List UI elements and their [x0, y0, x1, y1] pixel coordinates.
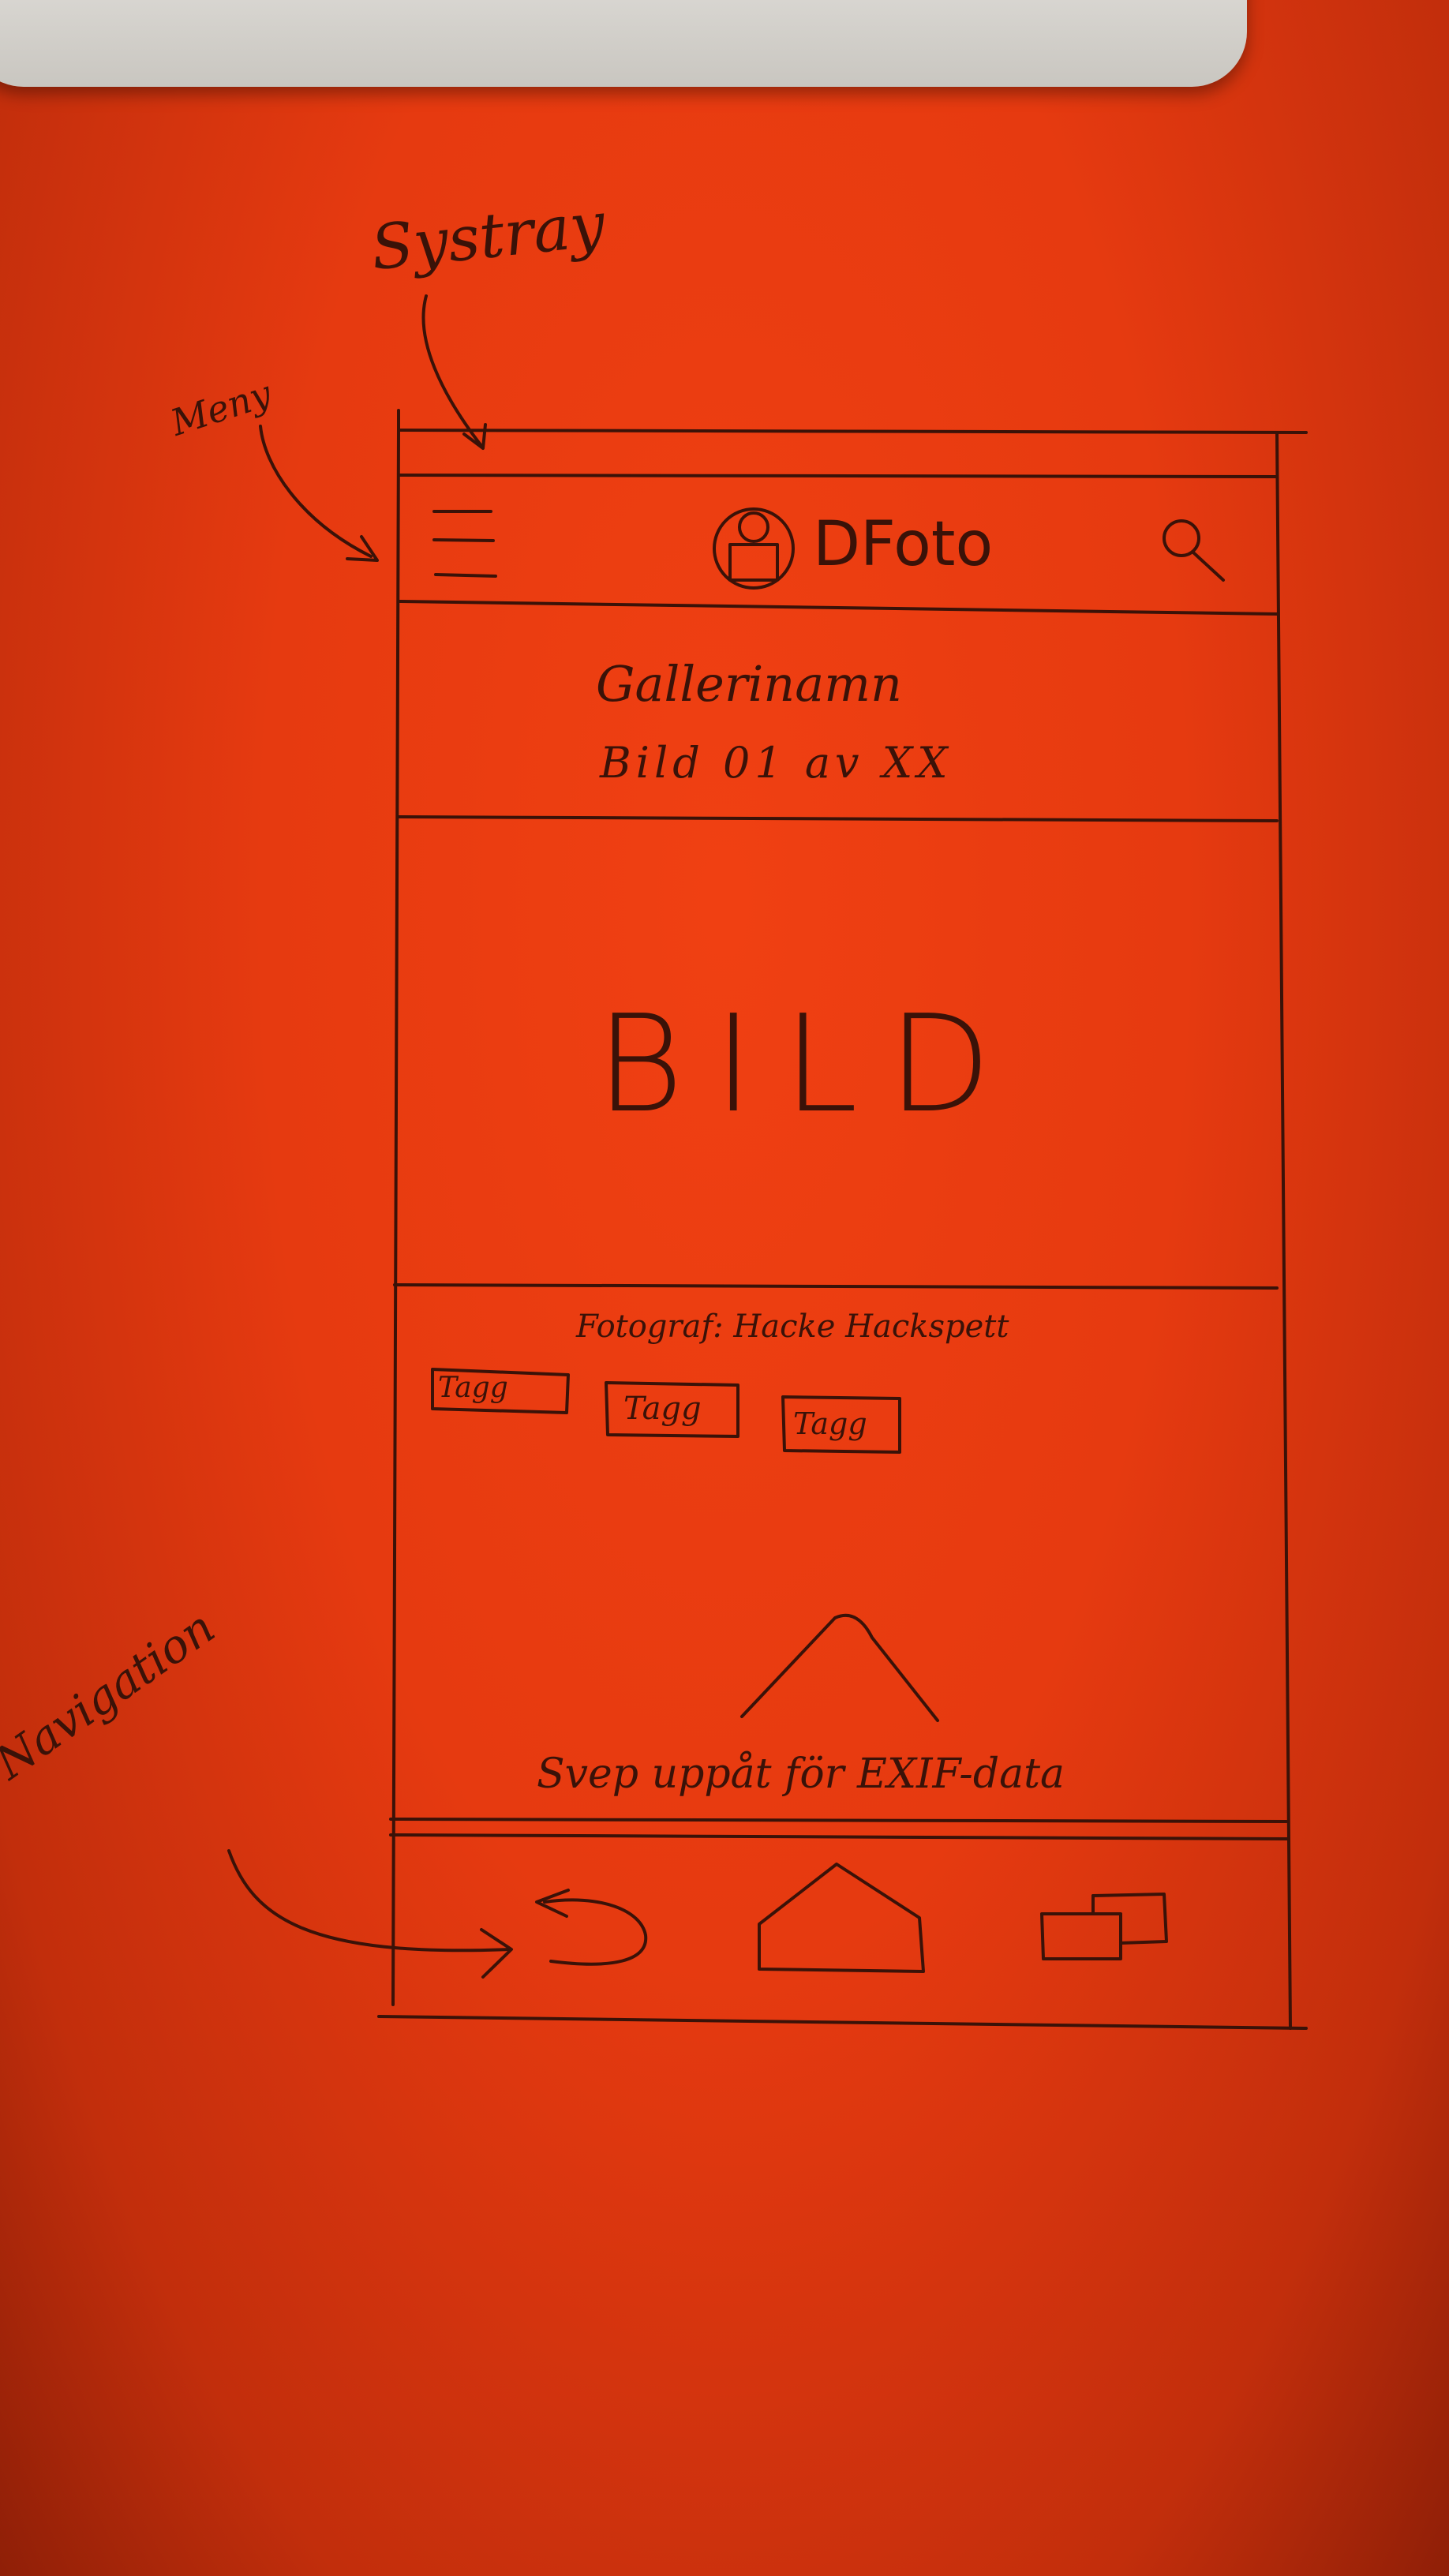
annotation-arrows	[227, 294, 513, 1979]
back-arrow-icon[interactable]	[535, 1889, 648, 1966]
gallery-name: Gallerinamn	[596, 655, 902, 713]
tag-chip[interactable]: Tagg	[438, 1372, 508, 1404]
app-header	[397, 507, 1279, 616]
tag-chip[interactable]: Tagg	[793, 1406, 867, 1441]
swipe-hint: Svep uppåt för EXIF-data	[537, 1750, 1065, 1798]
bottom-nav	[389, 1818, 1290, 1973]
hamburger-icon[interactable]	[432, 510, 497, 578]
tags-boxes	[431, 1368, 901, 1454]
app-logo-text: DFoto	[813, 509, 994, 580]
search-icon[interactable]	[1163, 519, 1225, 582]
image-divider	[393, 1283, 1279, 1290]
gallery-divider	[397, 815, 1279, 822]
image-placeholder[interactable]: BILD	[596, 987, 1022, 1143]
camera-person-icon	[713, 507, 795, 590]
image-counter: Bild 01 av XX	[600, 738, 953, 788]
phone-frame	[377, 409, 1308, 2030]
home-icon[interactable]	[758, 1863, 925, 1973]
windows-icon[interactable]	[1040, 1893, 1168, 1960]
laptop-edge	[0, 0, 1247, 87]
chevron-up-icon[interactable]	[740, 1613, 939, 1722]
photographer-label: Fotograf: Hacke Hackspett	[576, 1309, 1009, 1345]
tag-chip[interactable]: Tagg	[623, 1391, 702, 1427]
